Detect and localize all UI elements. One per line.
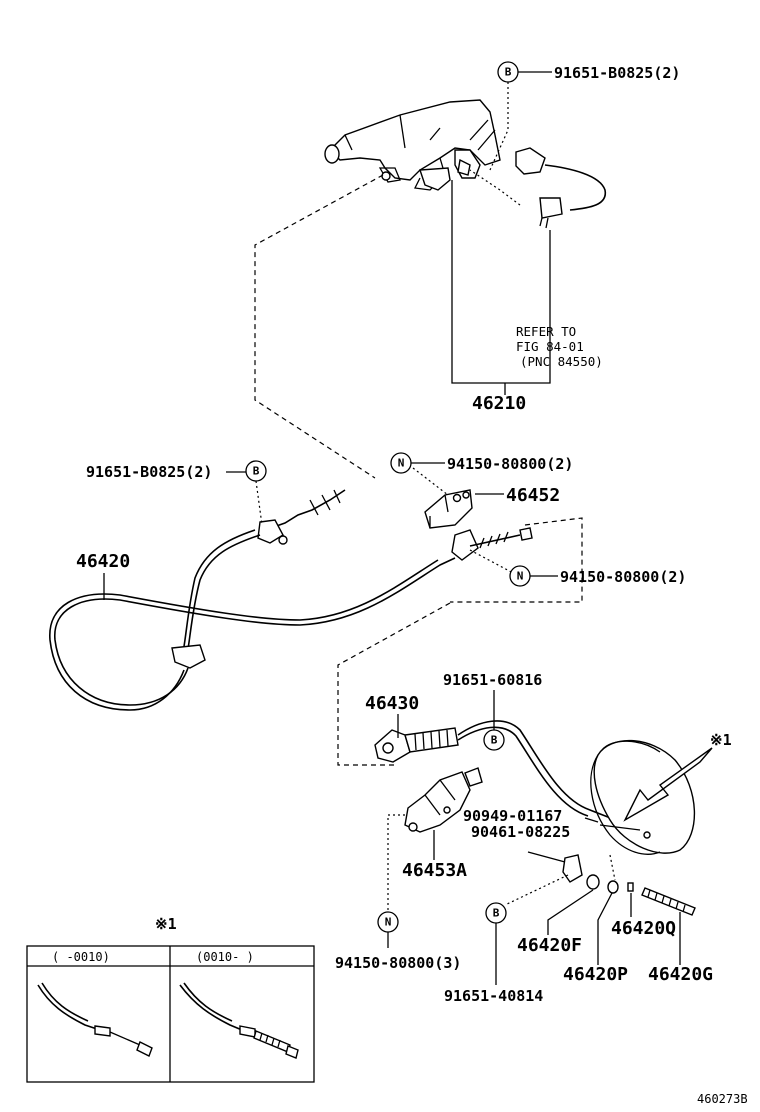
bolt-symbol xyxy=(245,460,267,482)
inset-col1-label: ( -0010) xyxy=(52,950,110,964)
callout-91651-40814: 91651-40814 xyxy=(444,987,543,1005)
callout-46430: 46430 xyxy=(365,693,419,714)
callout-46452: 46452 xyxy=(506,485,560,506)
parking-brake-lever-illustration xyxy=(324,99,501,191)
nut-symbol-letter: N xyxy=(398,457,405,470)
callout-91651-B0825-top: 91651-B0825(2) xyxy=(554,64,680,82)
bolt-symbol-letter: B xyxy=(253,465,260,478)
bolt-symbol-letter: B xyxy=(505,66,512,79)
callout-46420G: 46420G xyxy=(648,964,713,985)
diagram-code: 460273B xyxy=(697,1092,748,1106)
callout-46420: 46420 xyxy=(76,551,130,572)
inset-col2-label: (0010- ) xyxy=(196,950,254,964)
callout-90949-01167: 90949-01167 xyxy=(463,807,562,825)
refer-to-line3: (PNC 84550) xyxy=(520,354,603,369)
brake-switch-connector xyxy=(469,147,606,229)
bolt-symbol-letter: B xyxy=(493,907,500,920)
bolt-symbol-letter: B xyxy=(491,734,498,747)
bolt-symbol xyxy=(483,729,505,751)
refer-to-line1: REFER TO xyxy=(516,324,576,339)
inset-title: ※1 xyxy=(155,915,177,933)
callout-94150-80800-a: 94150-80800(2) xyxy=(447,455,573,473)
callout-91651-60816: 91651-60816 xyxy=(443,671,542,689)
callout-46420Q: 46420Q xyxy=(611,918,676,939)
bracket-46453A xyxy=(404,767,483,833)
nut-symbol-letter: N xyxy=(385,916,392,929)
refer-to-line2: FIG 84-01 xyxy=(516,339,584,354)
callout-46210: 46210 xyxy=(472,393,526,414)
callout-46453A: 46453A xyxy=(402,860,467,881)
callout-46420P: 46420P xyxy=(563,964,628,985)
cable-joint xyxy=(451,527,533,561)
callout-46420F: 46420F xyxy=(517,935,582,956)
nut-symbol-letter: N xyxy=(517,570,524,583)
callout-90461-08225: 90461-08225 xyxy=(471,823,570,841)
equalizer-bracket-46452 xyxy=(424,489,473,529)
callout-94150-80800-b: 94150-80800(2) xyxy=(560,568,686,586)
mark-1: ※1 xyxy=(710,731,732,749)
front-cable-46420 xyxy=(49,489,456,711)
inset-variant-table: ※1 ( -0010) (0010- ) xyxy=(26,915,315,1083)
cable-clip-small-parts xyxy=(527,851,696,916)
callout-91651-B0825-left: 91651-B0825(2) xyxy=(86,463,212,481)
callout-94150-80800-c: 94150-80800(3) xyxy=(335,954,461,972)
